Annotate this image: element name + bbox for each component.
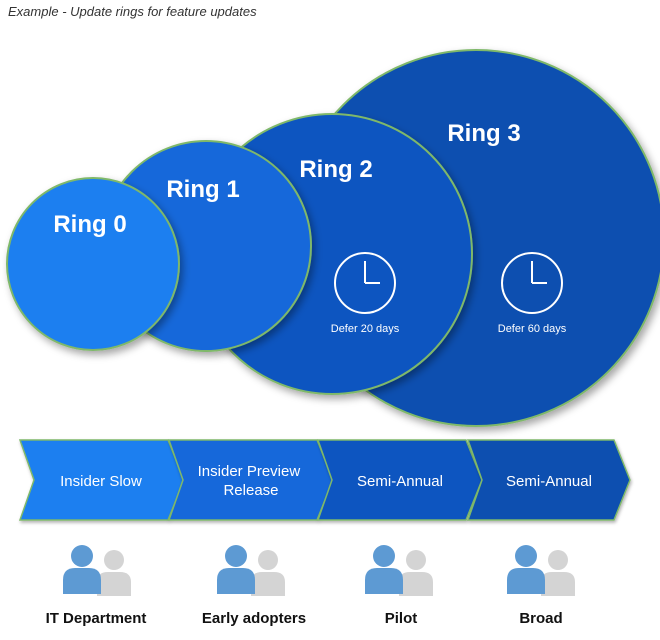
ring-3-defer-label: Defer 60 days xyxy=(498,323,567,335)
group-label-early-adopters: Early adopters xyxy=(202,610,306,627)
channel-arrow-2: Semi-Annual xyxy=(316,439,483,521)
ring-0-label: Ring 0 xyxy=(53,211,126,238)
people-icon xyxy=(365,545,433,596)
channel-arrow-3-shape xyxy=(466,439,631,521)
people-icon xyxy=(63,545,131,596)
channel-arrow-0-shape xyxy=(18,439,185,521)
people-icon xyxy=(217,545,285,596)
channel-arrow-1: Insider Preview Release xyxy=(167,439,334,521)
clock-icon xyxy=(334,252,396,314)
ring-2-label: Ring 2 xyxy=(299,156,372,183)
channel-arrow-2-shape xyxy=(316,439,483,521)
ring-0: Ring 0 xyxy=(6,177,180,351)
ring-3-label: Ring 3 xyxy=(447,120,520,147)
ring-2-defer-label: Defer 20 days xyxy=(331,323,400,335)
channel-arrow-3-label: Semi-Annual xyxy=(506,473,592,490)
group-label-broad: Broad xyxy=(519,610,562,627)
channel-arrow-1-shape xyxy=(167,439,334,521)
channel-arrow-1-label-line-2: Release xyxy=(223,482,278,499)
channel-arrow-0: Insider Slow xyxy=(18,439,185,521)
channel-arrow-1-label: Insider Preview Release xyxy=(198,463,305,499)
clock-icon xyxy=(501,252,563,314)
channel-arrow-1-label-line-1: Insider Preview xyxy=(198,463,301,480)
group-label-pilot: Pilot xyxy=(385,610,418,627)
group-label-it-department: IT Department xyxy=(46,610,147,627)
channel-arrow-3: Semi-Annual xyxy=(466,439,631,521)
channel-arrow-2-label: Semi-Annual xyxy=(357,473,443,490)
diagram-caption: Example - Update rings for feature updat… xyxy=(8,4,257,19)
people-icon xyxy=(507,545,575,596)
ring-0-circle xyxy=(6,177,180,351)
channel-arrow-0-label: Insider Slow xyxy=(60,473,142,490)
ring-1-label: Ring 1 xyxy=(166,176,239,203)
